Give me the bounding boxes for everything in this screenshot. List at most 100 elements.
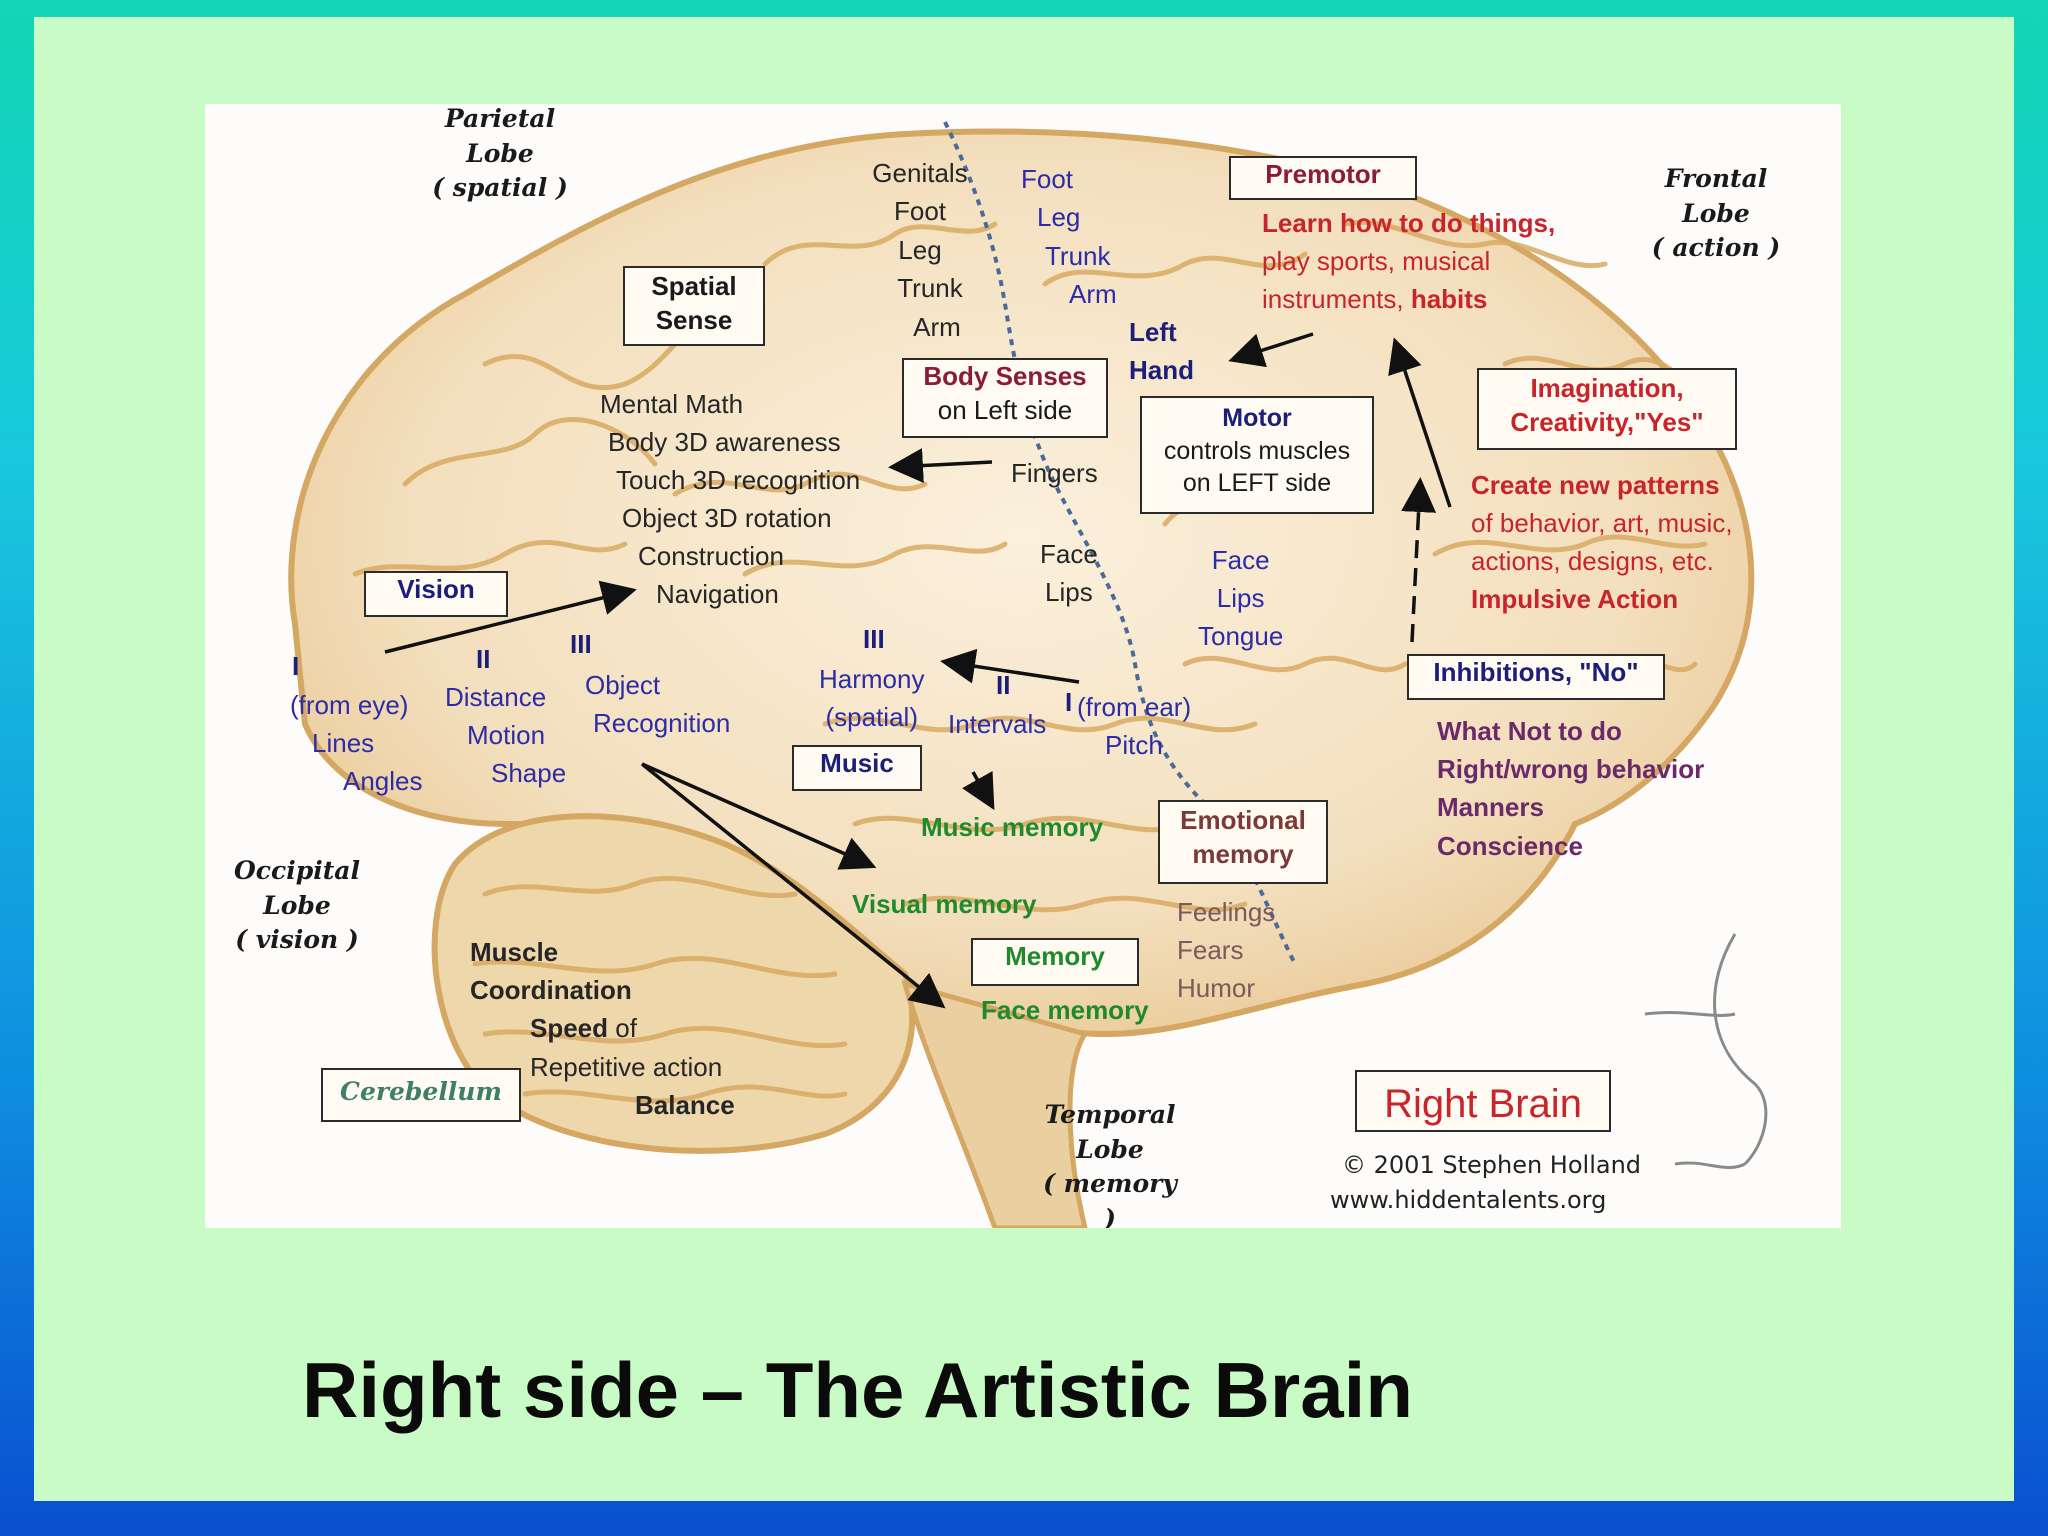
temporal-lobe-label: Temporal Lobe ( memory ) — [1035, 1098, 1185, 1228]
motor-lips: Lips — [1216, 582, 1265, 613]
sensory-face: Face — [1040, 539, 1098, 569]
inhibition-item: Conscience — [1437, 830, 1583, 861]
premotor-label: Premotor — [1265, 159, 1381, 189]
slide-title: Right side – The Artistic Brain — [302, 1346, 1413, 1434]
inhibition-item: What Not to do — [1437, 716, 1622, 746]
lobe-name: Temporal — [1044, 1100, 1176, 1129]
spatial-item: Object 3D rotation — [622, 502, 832, 533]
music-box: Music — [792, 745, 922, 791]
music-item: (spatial) — [825, 701, 918, 732]
parietal-lobe-label: Parietal Lobe ( spatial ) — [425, 104, 575, 206]
lobe-name: Frontal — [1664, 164, 1768, 193]
memory-box: Memory — [971, 938, 1139, 986]
body-senses-title: Body Senses — [923, 361, 1087, 391]
cerebellum-line: Muscle — [470, 937, 559, 967]
sensory-lips: Lips — [1045, 576, 1093, 607]
imagination-line: Create new patterns — [1471, 470, 1720, 500]
vision-item: Distance — [445, 682, 547, 712]
music-stage-1: I — [1065, 687, 1073, 717]
inhibitions-box: Inhibitions, "No" — [1407, 654, 1665, 700]
motor-face: Face — [1211, 545, 1270, 575]
premotor-box: Premotor — [1229, 156, 1417, 200]
spatial-item: Construction — [638, 540, 784, 571]
right-brain-label: Right Brain — [1384, 1082, 1582, 1126]
lobe-function: ( memory ) — [1043, 1169, 1177, 1228]
vision-stage-3: III — [570, 629, 592, 659]
vision-stage-1-items: (from eye) Lines Angles — [290, 687, 423, 801]
lobe-name: Occipital — [234, 856, 360, 885]
spatial-sense-list: Mental Math Body 3D awareness Touch 3D r… — [600, 386, 860, 614]
vision-item: Recognition — [593, 707, 731, 738]
vision-item: Angles — [343, 765, 423, 796]
premotor-habits: habits — [1410, 283, 1488, 314]
vision-item: (from eye) — [290, 690, 409, 720]
imagination-word: Imagination, — [1530, 373, 1684, 403]
lobe-word: Lobe — [1076, 1134, 1144, 1164]
lobe-function: ( action ) — [1651, 233, 1781, 262]
fingers-label: Fingers — [1011, 458, 1098, 488]
spatial-item: Mental Math — [600, 389, 744, 419]
cerebellum-line: of — [608, 1013, 637, 1044]
spatial-sense-word: Spatial — [651, 271, 737, 301]
lobe-word: Lobe — [466, 138, 534, 168]
motor-strip-labels: Foot Leg Trunk Arm — [1021, 160, 1117, 314]
cerebellum-box: Cerebellum — [321, 1068, 521, 1122]
sensory-item: Trunk — [897, 273, 963, 304]
copyright-line: © 2001 Stephen Holland — [1342, 1151, 1642, 1179]
body-senses-sub: on Left side — [937, 394, 1073, 425]
body-senses-box: Body Senses on Left side — [902, 358, 1108, 438]
music-stage-1-items: (from ear) Pitch — [1077, 689, 1191, 765]
emotional-memory-box: Emotional memory — [1158, 800, 1328, 884]
premotor-line: Learn how to do things, — [1262, 208, 1556, 238]
imagination-impulsive: Impulsive Action — [1471, 583, 1679, 614]
premotor-description: Learn how to do things, play sports, mus… — [1262, 205, 1555, 319]
music-memory-label: Music memory — [921, 812, 1104, 842]
motor-line: on LEFT side — [1182, 469, 1332, 497]
vision-item: Shape — [491, 757, 567, 788]
sensory-item: Foot — [893, 196, 947, 227]
face-memory-label: Face memory — [981, 995, 1149, 1025]
music-stage-3-items: Harmony (spatial) — [819, 661, 924, 737]
imagination-box: Imagination, Creativity,"Yes" — [1477, 368, 1737, 450]
sensory-item: Genitals — [872, 158, 968, 188]
emotional-item: Fears — [1177, 935, 1244, 966]
music-item: Pitch — [1105, 729, 1163, 760]
motor-item: Arm — [1069, 279, 1117, 310]
cerebellum-label: Cerebellum — [340, 1077, 502, 1106]
brain-diagram: Parietal Lobe ( spatial ) Frontal Lobe (… — [205, 104, 1841, 1228]
frontal-lobe-label: Frontal Lobe ( action ) — [1641, 162, 1791, 266]
right-brain-box: Right Brain — [1355, 1070, 1611, 1132]
vision-label: Vision — [397, 574, 475, 604]
motor-face-lips-tongue: Face Lips Tongue — [1198, 542, 1283, 656]
vision-item: Lines — [312, 727, 375, 758]
spatial-item: Touch 3D recognition — [616, 464, 861, 495]
inhibition-item: Right/wrong behavior — [1437, 754, 1705, 785]
music-label: Music — [820, 748, 894, 778]
motor-tongue: Tongue — [1198, 620, 1284, 651]
memory-label: Memory — [1005, 941, 1105, 971]
spatial-sense-box: Spatial Sense — [623, 266, 765, 346]
vision-stage-2: II — [476, 644, 491, 674]
emotional-items: Feelings Fears Humor — [1177, 893, 1275, 1008]
sensory-item: Arm — [913, 311, 961, 342]
motor-title: Motor — [1222, 404, 1292, 432]
inhibitions-list: What Not to do Right/wrong behavior Mann… — [1437, 712, 1704, 865]
occipital-lobe-label: Occipital Lobe ( vision ) — [222, 854, 372, 958]
imagination-description: Create new patterns of behavior, art, mu… — [1471, 467, 1733, 619]
lobe-name: Parietal — [444, 104, 556, 133]
left-hand-word: Hand — [1129, 355, 1194, 386]
music-stage-2: II — [996, 670, 1011, 700]
emotional-word: Emotional — [1180, 805, 1306, 835]
imagination-word: Creativity,"Yes" — [1510, 406, 1704, 437]
motor-item: Leg — [1037, 202, 1081, 233]
cerebellum-speed: Speed — [530, 1013, 609, 1044]
left-hand-label: Left Hand — [1129, 313, 1194, 390]
vision-item: Motion — [467, 719, 546, 750]
cerebellum-balance: Balance — [635, 1089, 735, 1120]
cerebellum-line: Repetitive action — [530, 1051, 723, 1082]
motor-box: Motor controls muscles on LEFT side — [1140, 396, 1374, 514]
premotor-line: instruments, — [1262, 283, 1411, 314]
face-sketch — [1644, 933, 1768, 1169]
motor-line: controls muscles — [1163, 436, 1351, 465]
copyright: © 2001 Stephen Holland www.hiddentalents… — [1330, 1148, 1641, 1218]
